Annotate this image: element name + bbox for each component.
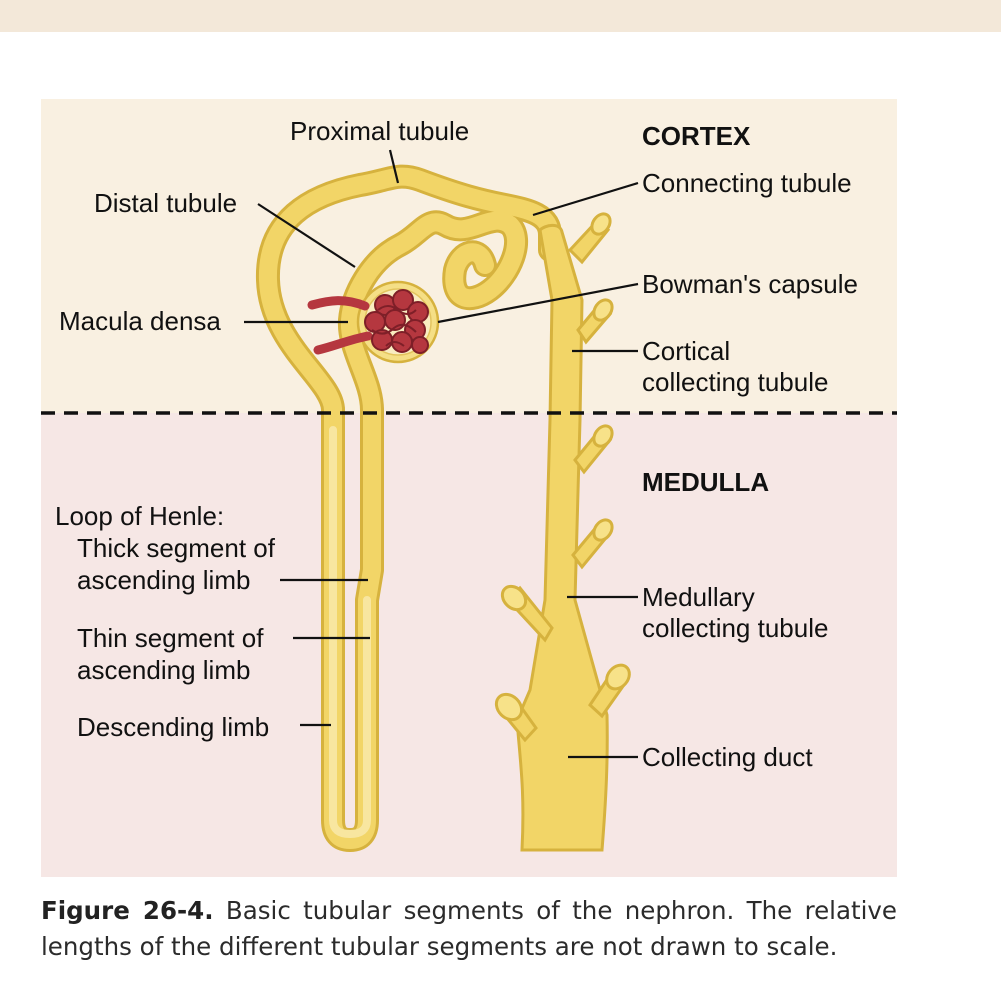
cortex-label: CORTEX (642, 121, 751, 151)
thin-ascending-label-line2: ascending limb (77, 655, 250, 685)
top-band (0, 0, 1001, 32)
medulla-region (41, 413, 897, 877)
loop-of-henle-label: Loop of Henle: (55, 501, 224, 531)
thick-ascending-label-line1: Thick segment of (77, 533, 276, 563)
bowmans-capsule-label: Bowman's capsule (642, 269, 858, 299)
medulla-label: MEDULLA (642, 467, 769, 497)
thin-ascending-label-line1: Thin segment of (77, 623, 264, 653)
proximal-tubule-label: Proximal tubule (290, 116, 469, 146)
cortical-collecting-tubule-label-line2: collecting tubule (642, 367, 828, 397)
collecting-duct-label: Collecting duct (642, 742, 813, 772)
figure-caption: Figure 26-4. Basic tubular segments of t… (41, 893, 897, 965)
distal-tubule-label: Distal tubule (94, 188, 237, 218)
medullary-collecting-tubule-label-line1: Medullary (642, 582, 755, 612)
medullary-collecting-tubule-label-line2: collecting tubule (642, 613, 828, 643)
figure-number: Figure 26-4. (41, 896, 214, 925)
nephron-diagram: CORTEX MEDULLA Proximal tubule Distal tu… (41, 99, 897, 877)
glomerulus (364, 289, 429, 354)
connecting-tubule-label: Connecting tubule (642, 168, 852, 198)
thick-ascending-label-line2: ascending limb (77, 565, 250, 595)
collecting-duct-system (494, 212, 631, 852)
macula-densa-label: Macula densa (59, 306, 221, 336)
caption-text: Basic tubular segments of the nephron. T… (41, 896, 897, 961)
afferent-efferent-arterioles (307, 296, 373, 355)
descending-limb-label: Descending limb (77, 712, 269, 742)
leader-lines (244, 149, 639, 759)
cortical-collecting-tubule-label-line1: Cortical (642, 336, 730, 366)
